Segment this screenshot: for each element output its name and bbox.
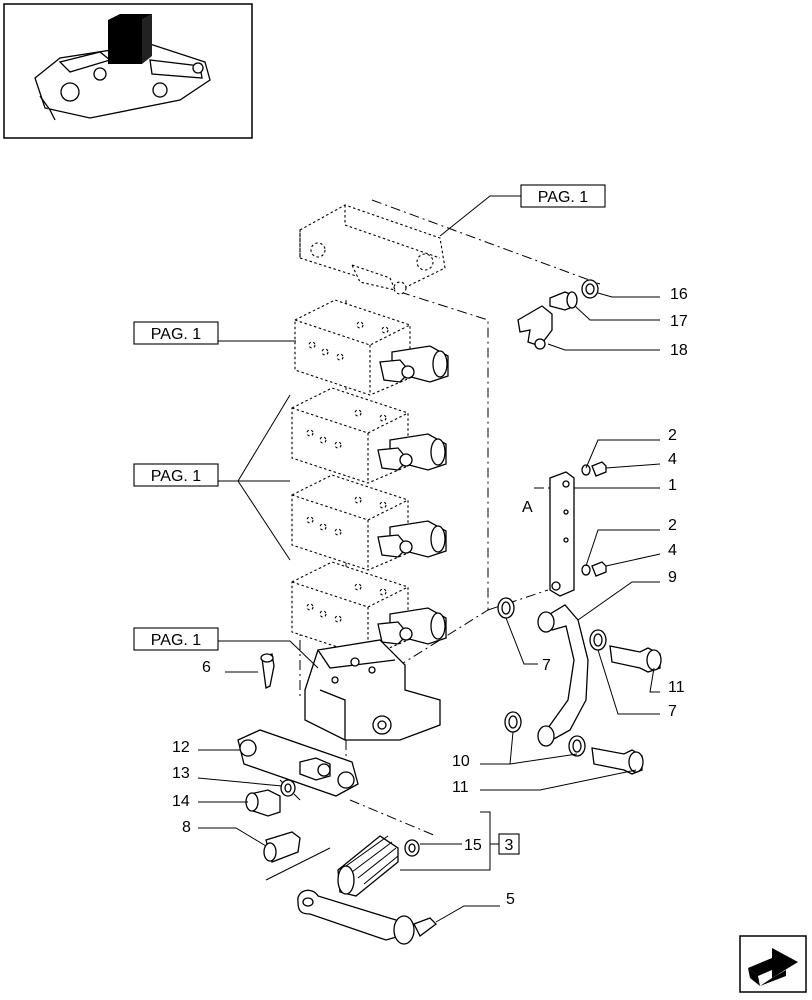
adapter-17 — [549, 291, 578, 311]
callout-10: 10 — [452, 753, 470, 770]
callout-8: 8 — [182, 819, 191, 836]
seal-rings-7-10 — [497, 597, 607, 757]
seal-13 — [280, 779, 296, 797]
banjo-bolts-11 — [591, 645, 662, 775]
page-ref-4[interactable]: PAG. 1 — [133, 627, 219, 651]
callout-9: 9 — [668, 569, 677, 586]
page-ref-2-label: PAG. 1 — [151, 326, 201, 343]
valve-section-3 — [291, 474, 447, 571]
callout-13: 13 — [172, 765, 190, 782]
seal-ring-16 — [581, 279, 599, 299]
callout-15: 15 — [464, 837, 482, 854]
page-ref-4-label: PAG. 1 — [151, 632, 201, 649]
callout-17: 17 — [670, 313, 688, 330]
callout-2-lower: 2 — [668, 517, 677, 534]
valve-section-2 — [291, 387, 447, 484]
callout-labels: 16 17 18 2 4 1 2 4 9 7 11 7 10 11 6 12 1… — [172, 286, 688, 908]
callout-5: 5 — [506, 891, 515, 908]
callout-2-upper: 2 — [668, 427, 677, 444]
callout-14: 14 — [172, 793, 190, 810]
page-ref-1-label: PAG. 1 — [538, 189, 588, 206]
bracket-1 — [549, 471, 575, 597]
valve-section-4 — [291, 561, 447, 658]
callout-7-left: 7 — [542, 657, 551, 674]
tractor-rear-hitch-thumbnail — [34, 14, 211, 121]
page-ref-1[interactable]: PAG. 1 — [520, 184, 606, 208]
callout-12: 12 — [172, 739, 190, 756]
leader-lines — [197, 292, 661, 923]
detail-letter-a: A — [522, 499, 533, 516]
top-housing — [299, 204, 446, 295]
pipe-9 — [537, 604, 589, 747]
callout-18: 18 — [670, 342, 688, 359]
selected-block — [108, 20, 142, 64]
plug-8 — [263, 831, 301, 863]
group-ref-3[interactable]: 3 — [498, 833, 520, 855]
dust-cap-5 — [297, 889, 437, 945]
screws-washers-2-4 — [581, 461, 607, 577]
callout-1: 1 — [668, 477, 677, 494]
link-plate-12 — [237, 729, 359, 797]
group-ref-label: 3 — [505, 837, 514, 854]
page-ref-2[interactable]: PAG. 1 — [133, 321, 219, 345]
callout-6: 6 — [202, 659, 211, 676]
plug-14 — [245, 789, 281, 817]
callout-4-upper: 4 — [668, 451, 677, 468]
elbow-18 — [517, 305, 553, 350]
callout-11-upper: 11 — [668, 679, 685, 696]
seal-15 — [404, 839, 420, 857]
callout-11-lower: 11 — [452, 779, 469, 796]
valve-section-1 — [294, 299, 449, 396]
next-page-arrow-icon[interactable] — [739, 935, 807, 993]
end-cover — [304, 639, 441, 741]
callout-7-right: 7 — [668, 703, 677, 720]
protective-boot — [265, 835, 399, 897]
valve-stack — [291, 204, 449, 741]
thumbnail-frame — [3, 3, 253, 139]
callout-4-lower: 4 — [668, 542, 677, 559]
callout-16: 16 — [670, 286, 688, 303]
page-ref-3[interactable]: PAG. 1 — [133, 463, 219, 487]
page-ref-3-label: PAG. 1 — [151, 468, 201, 485]
elbow-fitting-group — [517, 279, 599, 350]
screw-6 — [260, 653, 275, 689]
